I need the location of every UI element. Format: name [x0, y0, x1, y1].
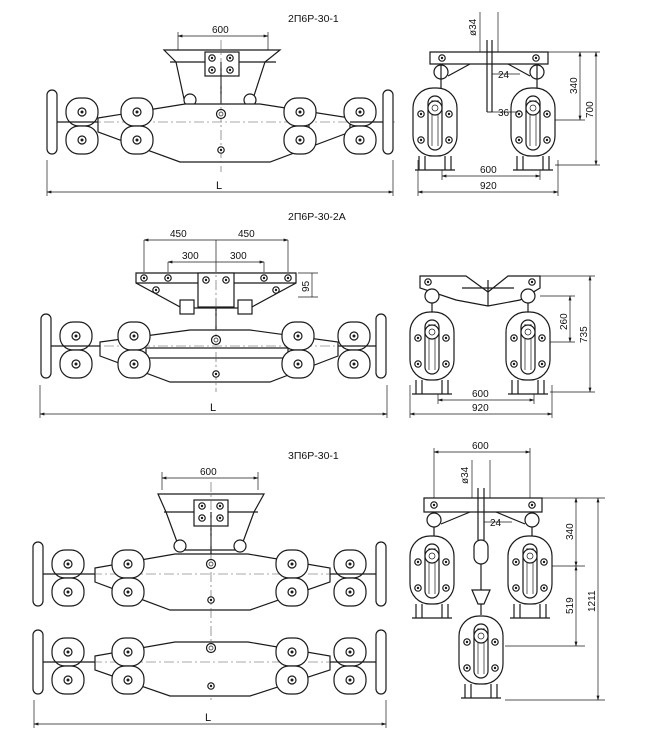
dim-b-735: 735	[579, 326, 590, 343]
section-2p6r-30-1: 2П6Р-30-1 600	[46, 12, 600, 196]
dim-c-top600: 600	[472, 441, 489, 452]
dim-a-36: 36	[498, 108, 510, 119]
title-3p6r-30-1: 3П6Р-30-1	[288, 450, 339, 462]
side-view-c: 600 ø34 24	[410, 441, 605, 701]
dim-b-920: 920	[472, 403, 489, 414]
section-3p6r-30-1: 3П6Р-30-1 600	[32, 441, 605, 728]
dim-c-L: L	[205, 712, 211, 724]
dim-a-600: 600	[212, 25, 229, 36]
dim-c-600: 600	[200, 467, 217, 478]
dim-b-300a: 300	[182, 251, 199, 262]
front-view-c: 600	[32, 467, 387, 728]
dim-a-24: 24	[498, 70, 510, 81]
side-view-a: ø34 24 36 340 700 600 920	[413, 12, 600, 196]
front-view-a: 600	[46, 25, 395, 196]
section-2p6r-30-2a: 2П6Р-30-2А 450 450 300 300	[39, 211, 595, 418]
dim-c-519: 519	[565, 597, 576, 614]
side-view-b: 260 735 600 920	[410, 275, 595, 418]
dim-a-L: L	[216, 180, 222, 192]
dim-b-450b: 450	[238, 229, 255, 240]
dim-a-920: 920	[480, 181, 497, 192]
dim-a-340: 340	[569, 77, 580, 94]
dim-a-side600: 600	[480, 165, 497, 176]
title-2p6r-30-2a: 2П6Р-30-2А	[288, 211, 346, 223]
dim-b-side600: 600	[472, 389, 489, 400]
dim-c-d34: ø34	[460, 466, 471, 484]
dim-b-95: 95	[301, 280, 312, 292]
title-2p6r-30-1: 2П6Р-30-1	[288, 13, 339, 25]
dim-b-260: 260	[559, 313, 570, 330]
dim-a-d34: ø34	[468, 18, 479, 36]
dim-b-L: L	[210, 402, 216, 414]
dim-c-24: 24	[490, 518, 502, 529]
dim-a-700: 700	[585, 101, 596, 118]
dim-c-1211: 1211	[587, 590, 598, 612]
front-view-b: 450 450 300 300 95	[39, 229, 388, 418]
dim-b-450a: 450	[170, 229, 187, 240]
dim-c-340: 340	[565, 523, 576, 540]
dim-b-300b: 300	[230, 251, 247, 262]
